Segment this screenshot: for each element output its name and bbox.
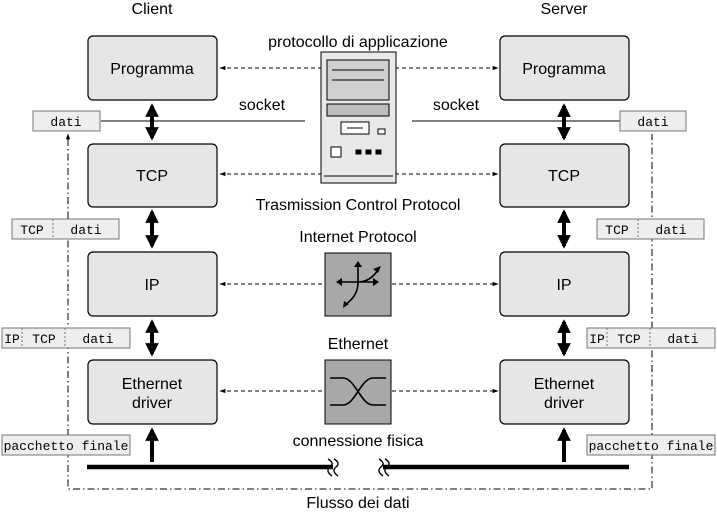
client-ethernet-label-line1: Ethernet <box>122 376 183 393</box>
client-program-label: Programma <box>110 61 194 78</box>
server-packet-dati-text: dati <box>637 115 668 130</box>
client-ethernet-box <box>87 359 218 425</box>
server-packet-tcp-data: dati <box>655 223 686 238</box>
server-packet-tcp: TCP dati <box>596 218 705 240</box>
client-title: Client <box>132 1 173 18</box>
server-packet-ip-tcp: TCP <box>617 332 641 347</box>
server-ip-box <box>499 251 630 317</box>
router-icon <box>324 252 392 317</box>
client-tcp-box <box>87 143 218 208</box>
client-program-box <box>87 35 218 101</box>
server-socket-label: socket <box>433 97 480 114</box>
data-flow-path <box>67 134 653 490</box>
layer-arrows <box>145 103 571 462</box>
ethernet-protocol-label: Ethernet <box>328 336 389 353</box>
server-packet-dati: dati <box>619 110 687 132</box>
client-packet-ip-tcp: TCP <box>32 332 56 347</box>
server-packet-final: pacchetto finale <box>586 434 716 456</box>
server-packet-ip-header: IP <box>589 332 605 347</box>
client-packet-tcp: TCP dati <box>11 218 120 240</box>
server-packet-tcp-header: TCP <box>605 223 629 238</box>
wire-break-right <box>378 458 390 477</box>
server-packet-ip: IP TCP dati <box>586 327 716 349</box>
ethernet-switch-icon <box>324 359 392 425</box>
client-tcp-label: TCP <box>136 168 168 185</box>
server-packet-ip-data: dati <box>667 332 698 347</box>
application-protocol-label: protocollo di applicazione <box>268 34 448 51</box>
server-ethernet-label-line1: Ethernet <box>534 376 595 393</box>
client-stack: Programma TCP IP Ethernet driver <box>87 35 218 425</box>
server-tcp-label: TCP <box>548 168 580 185</box>
server-tcp-box <box>499 143 630 208</box>
physical-connection-label: connessione fisica <box>293 433 424 450</box>
client-packet-ip: IP TCP dati <box>1 327 131 349</box>
client-packet-ip-header: IP <box>4 332 20 347</box>
computer-tower-icon <box>320 51 397 184</box>
client-packet-ip-data: dati <box>82 332 113 347</box>
client-packet-tcp-header: TCP <box>20 223 44 238</box>
server-ethernet-label-line2: driver <box>544 395 585 412</box>
server-program-box <box>499 35 630 101</box>
client-packet-final: pacchetto finale <box>1 434 131 456</box>
client-ip-label: IP <box>144 277 159 294</box>
server-program-label: Programma <box>522 61 606 78</box>
server-packet-final-text: pacchetto finale <box>589 439 714 454</box>
server-stack: Programma TCP IP Ethernet driver <box>499 35 630 425</box>
client-ip-box <box>87 251 218 317</box>
ip-protocol-label: Internet Protocol <box>299 229 416 246</box>
client-socket-label: socket <box>239 97 286 114</box>
client-packet-tcp-data: dati <box>70 223 101 238</box>
client-packet-dati: dati <box>32 110 101 132</box>
server-title: Server <box>540 1 588 18</box>
server-ip-label: IP <box>556 277 571 294</box>
wire-break-left <box>327 458 339 477</box>
server-ethernet-box <box>499 359 630 425</box>
tcp-protocol-label: Trasmission Control Protocol <box>256 197 461 214</box>
client-packet-dati-text: dati <box>50 115 81 130</box>
peer-connections <box>219 65 499 394</box>
data-flow-label: Flusso dei dati <box>306 495 409 512</box>
client-ethernet-label-line2: driver <box>132 395 173 412</box>
client-packet-final-text: pacchetto finale <box>4 439 129 454</box>
